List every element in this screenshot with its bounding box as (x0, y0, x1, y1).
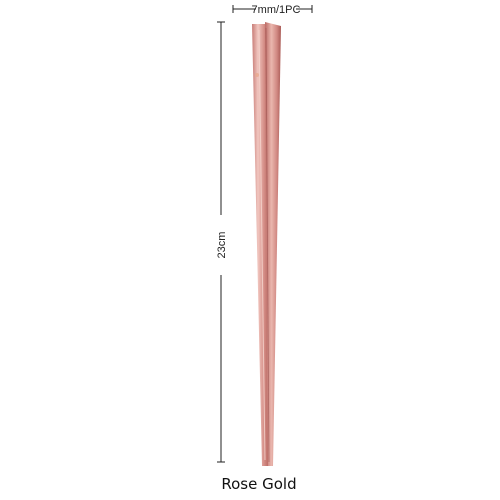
chopstick-right (265, 22, 281, 466)
chopstick-edge-shadow (265, 27, 270, 463)
length-label: 23cm (216, 232, 228, 259)
color-caption: Rose Gold (221, 475, 296, 493)
chopstick-glint (255, 73, 259, 77)
chopsticks (252, 22, 281, 466)
width-dimension: 7mm/1PC (232, 4, 313, 16)
chopstick-left (252, 24, 269, 466)
chopstick-highlight (258, 29, 266, 461)
width-label: 7mm/1PC (252, 4, 301, 16)
length-dimension: 23cm (216, 21, 228, 463)
